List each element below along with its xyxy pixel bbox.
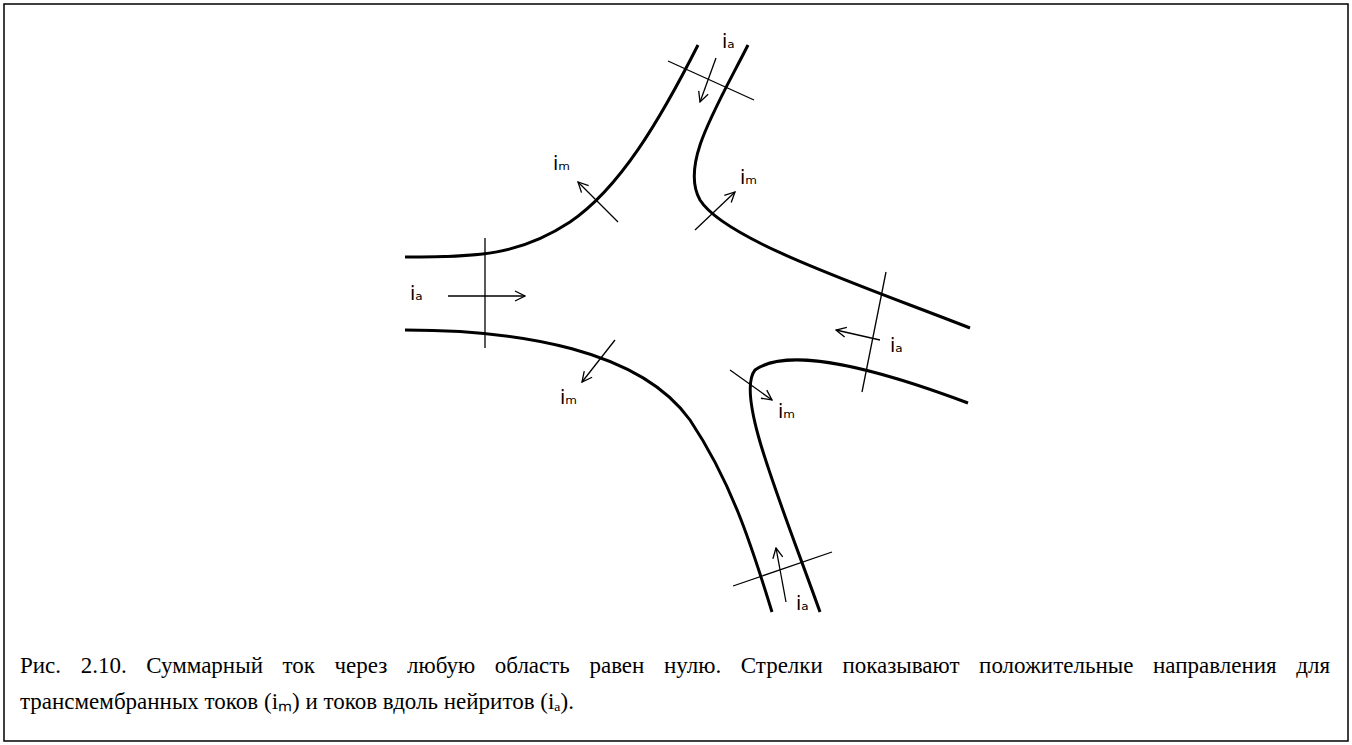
current-arrows [448,58,880,602]
axial-current-label: iₐ [796,592,809,615]
axial-current-arrow [448,295,525,296]
membrane-outlines [405,45,970,612]
membrane-current-label: iₘ [560,386,577,409]
axial-current-arrow [776,548,786,602]
axial-current-label: iₐ [890,334,903,357]
section-lines [485,61,886,586]
section-line [668,61,754,100]
membrane-curve [405,330,772,612]
membrane-current-arrow [578,182,618,222]
membrane-curve [694,45,970,328]
axial-current-arrow [700,58,716,102]
axial-current-arrow [836,330,880,340]
membrane-current-arrow [730,370,772,400]
section-line [862,272,886,392]
membrane-curve [405,45,698,257]
figure-frame [4,4,1348,741]
membrane-current-arrow [695,192,735,230]
axial-current-label: iₐ [410,282,423,305]
membrane-current-label: iₘ [778,400,795,423]
membrane-curve [750,360,968,612]
figure-caption: Рис. 2.10. Суммарный ток через любую обл… [20,648,1330,719]
section-line [484,238,485,348]
membrane-current-label: iₘ [740,166,757,189]
membrane-current-arrow [582,340,615,382]
axial-current-label: iₐ [722,30,735,53]
membrane-current-label: iₘ [553,152,570,175]
